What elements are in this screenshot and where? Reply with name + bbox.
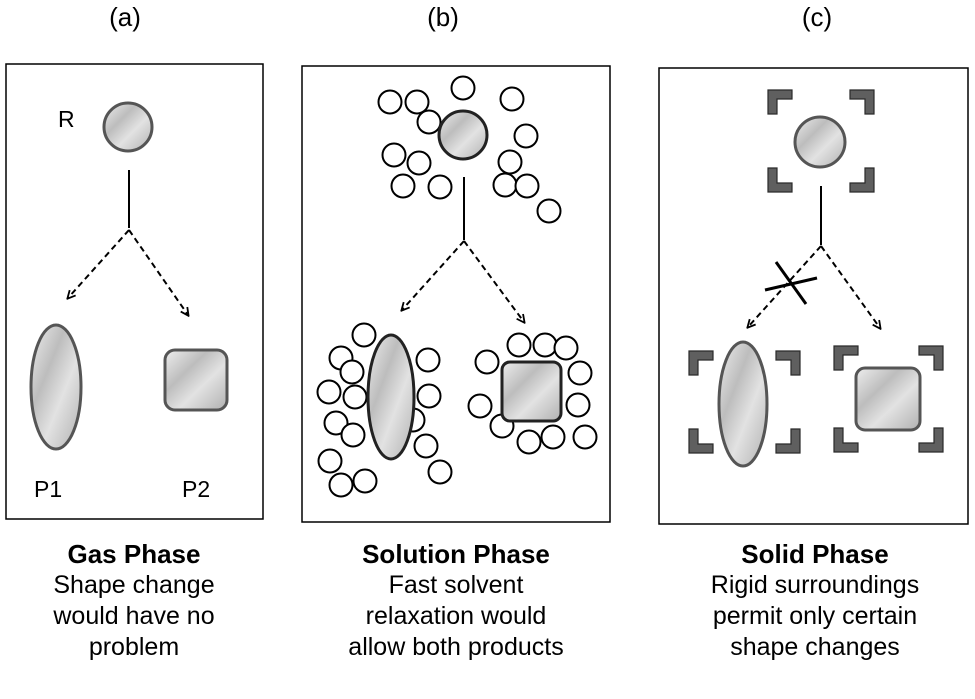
solvent-circle <box>352 468 378 494</box>
panel-b-caption-line: allow both products <box>348 633 564 661</box>
solvent-circle <box>415 347 441 373</box>
panel-a-caption-line: would have no <box>53 602 215 630</box>
solvent-circle <box>474 349 500 375</box>
lattice-reactant-circle <box>793 115 847 169</box>
solvent-circle <box>390 173 416 199</box>
arrow-to-square-c <box>820 245 880 328</box>
reactant-label: R <box>58 106 75 132</box>
panel-b-scheme <box>316 75 598 498</box>
blocked-cross-icon <box>764 261 818 305</box>
solvent-circle <box>497 149 523 175</box>
solvent-circle <box>499 86 525 112</box>
panel-c-letter: (c) <box>801 2 833 32</box>
phase-diagram: R P1 P2 <box>5 63 969 525</box>
solvent-circle <box>351 322 377 348</box>
arrow-to-p1 <box>68 229 130 298</box>
product-p1-label: P1 <box>34 476 62 502</box>
solvent-circle <box>506 332 532 358</box>
panel-b-letter: (b) <box>427 2 459 32</box>
panel-a-title: Gas Phase <box>67 539 201 569</box>
panel-a-frame <box>5 63 264 520</box>
solvent-circle <box>540 424 566 450</box>
panel-c-caption-line: Rigid surroundings <box>710 571 920 599</box>
panel-b-caption: Solution Phase Fast solvent relaxation w… <box>306 539 606 663</box>
solvent-circle <box>413 433 439 459</box>
panel-b-frame <box>301 65 611 523</box>
panel-c-caption: Solid Phase Rigid surroundings permit on… <box>665 539 965 663</box>
solvated-ellipse-product <box>366 333 416 461</box>
solvent-circle <box>323 410 349 436</box>
product-p2-square <box>163 348 229 412</box>
product-p1-ellipse <box>29 323 83 451</box>
panel-b-title: Solution Phase <box>362 539 550 569</box>
solvent-circle <box>536 198 562 224</box>
solvent-circle <box>377 89 403 115</box>
panel-c-title: Solid Phase <box>741 539 889 569</box>
panel-c-scheme <box>688 89 944 468</box>
solvent-circle <box>328 472 354 498</box>
solvated-reactant-circle <box>437 109 489 161</box>
solvent-circle <box>514 173 540 199</box>
panel-a-caption: Gas Phase Shape change would have no pro… <box>0 539 284 663</box>
solvent-circle <box>340 422 366 448</box>
solvent-circle <box>567 360 593 386</box>
solvent-circle <box>381 142 407 168</box>
solvent-circle <box>553 335 579 361</box>
solvent-circle <box>416 109 442 135</box>
arrow-to-ellipse-b <box>402 240 465 310</box>
lattice-square-product <box>854 366 922 432</box>
solvent-circle <box>565 392 591 418</box>
solvent-circle <box>342 384 368 410</box>
solvent-circle <box>492 172 518 198</box>
solvent-circle <box>317 448 343 474</box>
reactant-circle <box>102 101 154 153</box>
solvent-circle <box>427 174 453 200</box>
panel-c-frame <box>658 67 969 525</box>
panel-a-letter: (a) <box>109 2 141 32</box>
solvent-circle <box>516 429 542 455</box>
lattice-ellipse-product <box>717 340 769 468</box>
solvent-circle <box>513 123 539 149</box>
panel-b-caption-line: Fast solvent <box>388 571 524 599</box>
solvent-circle <box>339 359 365 385</box>
panel-c-caption-line: permit only certain <box>712 602 918 630</box>
panel-c-caption-line: shape changes <box>730 633 900 661</box>
solvent-molecules <box>316 75 598 498</box>
solvated-square-product <box>500 360 563 423</box>
solvent-circle <box>532 332 558 358</box>
solvent-circle <box>416 383 442 409</box>
solvent-circle <box>572 424 598 450</box>
solvent-circle <box>404 89 430 115</box>
solvent-circle <box>316 379 342 405</box>
arrow-to-p2 <box>128 229 188 315</box>
panel-b-caption-line: relaxation would <box>365 602 547 630</box>
product-p2-label: P2 <box>182 476 210 502</box>
solvent-circle <box>427 459 453 485</box>
arrow-to-square-b <box>463 240 524 322</box>
panel-a-caption-line: problem <box>88 633 180 661</box>
solvent-circle <box>450 75 476 101</box>
panel-a-scheme: R P1 P2 <box>29 101 229 502</box>
solvent-circle <box>406 150 432 176</box>
panel-a-caption-line: Shape change <box>53 571 215 599</box>
solvent-circle <box>467 393 493 419</box>
